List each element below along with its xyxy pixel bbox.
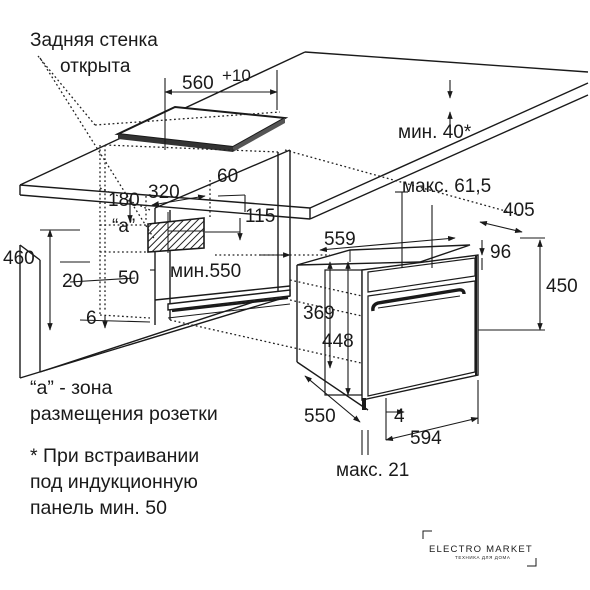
dotted-projections	[37, 55, 521, 366]
socket-zone-a	[147, 212, 205, 253]
dim-96-label: 96	[490, 242, 511, 263]
star-note-line2: под индукционную	[30, 471, 198, 493]
max-61-5-label: макс. 61,5	[402, 176, 491, 197]
oven-door-handle	[371, 288, 466, 312]
dim-460-label: 460	[3, 248, 35, 269]
max-21-label: макс. 21	[336, 460, 409, 481]
dim-550-label: 550	[304, 406, 336, 427]
dim-6-label: 6	[86, 308, 97, 329]
dim-50-label: 50	[118, 268, 139, 289]
electro-market-logo: ELECTRO MARKET ТЕХНИКА ДЛЯ ДОМА	[422, 530, 537, 567]
cabinet-shelf	[167, 289, 291, 319]
oven-bottom-strip	[362, 398, 366, 410]
dimension-labels: Задняя стенка открыта 560 +10 мин. 40* м…	[3, 30, 578, 481]
dim-405-label: 405	[503, 200, 535, 221]
footnotes: “a” - зона размещения розетки * При встр…	[30, 377, 218, 519]
dim-60-label: 60	[217, 166, 238, 187]
back-wall-label-line1: Задняя стенка	[30, 30, 158, 51]
dim-559-label: 559	[324, 229, 356, 250]
dim-594-label: 594	[410, 428, 442, 449]
zone-note-line2: размещения розетки	[30, 403, 218, 425]
zone-note-line1: “a” - зона	[30, 377, 112, 399]
back-wall-label-line2: открыта	[60, 56, 131, 77]
dim-20-label: 20	[62, 271, 83, 292]
dim-320-label: 320	[148, 182, 180, 203]
dim-115-label: 115	[245, 206, 275, 227]
dim-560-tolerance: +10	[222, 66, 251, 85]
logo-brand-text: ELECTRO MARKET	[429, 544, 533, 555]
star-note-line1: * При встраивании	[30, 445, 199, 467]
min-40-label: мин. 40*	[398, 122, 472, 143]
dim-369-label: 369	[303, 303, 335, 324]
dim-450-label: 450	[546, 276, 578, 297]
logo-tagline-text: ТЕХНИКА ДЛЯ ДОМА	[455, 555, 511, 560]
dimension-lines	[40, 70, 545, 455]
zone-a-label: “a”	[112, 216, 135, 237]
star-note-line3: панель мин. 50	[30, 497, 167, 519]
oven-body	[296, 244, 479, 411]
min-550-label: мин.550	[170, 261, 241, 282]
dim-180-label: 180	[108, 190, 140, 211]
hob-panel	[114, 105, 289, 152]
dim-4-label: 4	[394, 406, 405, 427]
dim-448-label: 448	[322, 331, 354, 352]
dim-560-label: 560	[182, 73, 214, 94]
